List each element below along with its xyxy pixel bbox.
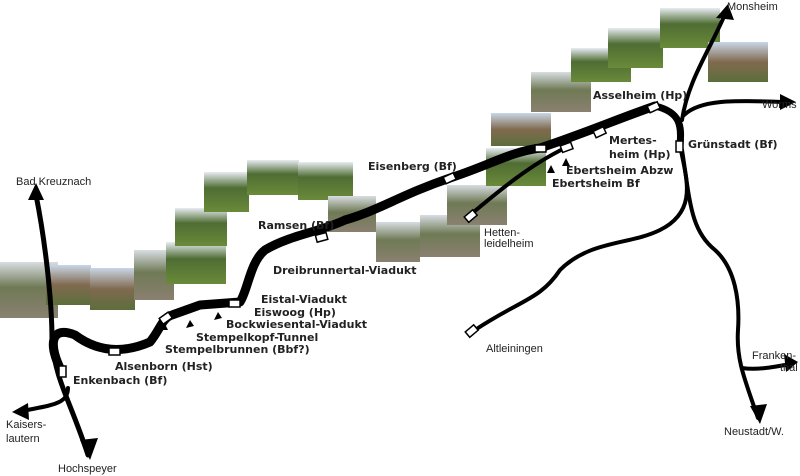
label-stempelkopf: Stempelkopf-Tunnel bbox=[196, 331, 318, 344]
track-main-line bbox=[48, 101, 660, 377]
arrow-kaiserslautern bbox=[12, 403, 29, 420]
track-hettenleidelheim bbox=[468, 146, 567, 217]
station-labels: Enkenbach (Bf) Alsenborn (Hst) Stempelbr… bbox=[73, 89, 778, 387]
station-marker-ebertsheim-abzw[interactable] bbox=[559, 141, 574, 154]
place-labels: Bad Kreuznach Kaisers- lautern Hochspeye… bbox=[6, 1, 798, 475]
arrowheads bbox=[12, 4, 798, 460]
photos bbox=[0, 8, 768, 318]
arrow-neustadt bbox=[750, 404, 767, 424]
station-marker-mertesheim[interactable] bbox=[592, 125, 608, 139]
label-kaiserslautern-1: Kaisers- bbox=[6, 419, 47, 431]
label-altleiningen: Altleiningen bbox=[486, 343, 543, 355]
station-marker-hettenleidelheim[interactable] bbox=[463, 208, 479, 224]
arrow-ebertsheim-bf bbox=[547, 165, 555, 173]
track-frankenthal bbox=[740, 362, 792, 371]
label-bockwiesental: Bockwiesental-Viadukt bbox=[226, 318, 367, 331]
track-neustadt bbox=[680, 148, 760, 420]
label-eistal: Eistal-Viadukt bbox=[261, 293, 347, 306]
track-monsheim bbox=[680, 10, 728, 122]
track-worms bbox=[682, 99, 787, 117]
label-mertesheim-1: Mertes- bbox=[609, 134, 657, 147]
station-marker-ramsen[interactable] bbox=[314, 231, 329, 244]
station-marker-stempelbrunnen[interactable] bbox=[158, 311, 174, 326]
label-hettenleidelheim-1: Hetten- bbox=[484, 227, 520, 239]
label-monsheim: Monsheim bbox=[727, 1, 778, 13]
photo bbox=[90, 268, 135, 310]
station-marker-eisenberg[interactable] bbox=[442, 171, 458, 185]
arrow-frankenthal bbox=[784, 354, 798, 372]
arrow-stempelkopf bbox=[186, 320, 194, 328]
photo bbox=[46, 265, 91, 305]
tracks bbox=[16, 10, 792, 458]
photo bbox=[298, 162, 353, 200]
photo bbox=[491, 113, 551, 146]
station-markers bbox=[58, 100, 684, 378]
label-dreibrunnertal: Dreibrunnertal-Viadukt bbox=[273, 264, 416, 277]
arrow-hochspeyer bbox=[80, 438, 98, 460]
label-asselheim: Asselheim (Hp) bbox=[593, 89, 687, 102]
label-gruenstadt: Grünstadt (Bf) bbox=[688, 138, 778, 151]
station-marker-ebertsheim-bf[interactable] bbox=[534, 144, 547, 153]
label-worms: Worms bbox=[762, 99, 797, 111]
label-alsenborn: Alsenborn (Hst) bbox=[115, 360, 213, 373]
label-hochspeyer: Hochspeyer bbox=[58, 463, 117, 475]
photo bbox=[204, 172, 249, 212]
label-eiswoog: Eiswoog (Hp) bbox=[254, 306, 336, 319]
arrow-monsheim bbox=[716, 4, 734, 20]
arrow-bockwiesental bbox=[214, 312, 222, 320]
station-marker-gruenstadt[interactable] bbox=[675, 140, 684, 153]
label-frankenthal-2: thal bbox=[780, 362, 798, 374]
arrow-bad-kreuznach bbox=[28, 183, 44, 200]
photo bbox=[376, 222, 420, 262]
photo bbox=[608, 28, 663, 68]
arrow-stempelbrunnen bbox=[160, 322, 168, 330]
label-kaiserslautern-2: lautern bbox=[6, 433, 40, 445]
station-marker-eiswoog[interactable] bbox=[228, 299, 241, 308]
station-marker-altleiningen[interactable] bbox=[464, 323, 480, 339]
label-stempelbrunnen: Stempelbrunnen (Bbf?) bbox=[165, 343, 310, 356]
label-hettenleidelheim-2: leidelheim bbox=[484, 238, 534, 250]
station-marker-asselheim[interactable] bbox=[646, 100, 662, 114]
photo bbox=[166, 242, 226, 284]
label-ebertsheim-abzw: Ebertsheim Abzw bbox=[566, 164, 673, 177]
label-mertesheim-2: heim (Hp) bbox=[609, 148, 671, 161]
arrow-ebertsheim-abzw bbox=[562, 158, 570, 166]
photo bbox=[708, 42, 768, 82]
label-bad-kreuznach: Bad Kreuznach bbox=[16, 176, 91, 188]
label-enkenbach: Enkenbach (Bf) bbox=[73, 374, 167, 387]
label-frankenthal-1: Franken- bbox=[752, 350, 796, 362]
track-gruenstadt-approach bbox=[651, 102, 685, 149]
label-ramsen: Ramsen (Bf) bbox=[258, 219, 334, 232]
arrow-worms bbox=[780, 94, 796, 110]
photo bbox=[175, 208, 227, 246]
station-marker-enkenbach[interactable] bbox=[58, 365, 67, 378]
label-eisenberg: Eisenberg (Bf) bbox=[368, 160, 457, 173]
photo bbox=[247, 160, 299, 195]
label-neustadt: Neustadt/W. bbox=[724, 426, 784, 438]
label-ebertsheim-bf: Ebertsheim Bf bbox=[552, 177, 640, 190]
track-bad-kreuznach-hochspeyer bbox=[33, 192, 91, 458]
station-marker-alsenborn[interactable] bbox=[108, 347, 121, 356]
